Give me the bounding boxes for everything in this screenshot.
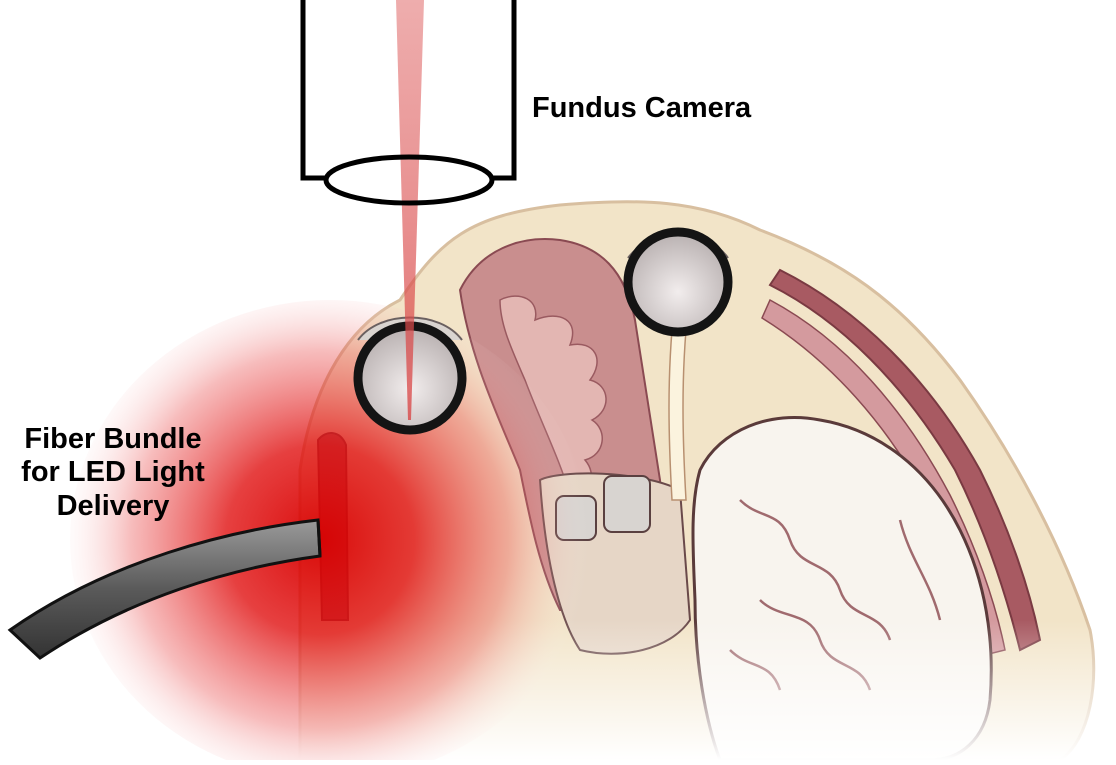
- fundus-camera-label: Fundus Camera: [532, 92, 751, 125]
- sinus-cavity-2: [604, 476, 650, 532]
- fiber-bundle-label: Fiber Bundle for LED Light Delivery: [8, 423, 218, 523]
- red-light-glow: [70, 300, 590, 760]
- optic-nerve: [669, 330, 686, 500]
- right-eye: [628, 232, 728, 332]
- right-eye-globe: [628, 232, 728, 332]
- fiber-label-line-1: Fiber Bundle: [8, 423, 218, 456]
- fiber-label-line-3: Delivery: [8, 490, 218, 523]
- fiber-bundle-end: [318, 520, 320, 556]
- fiber-label-line-2: for LED Light: [8, 456, 218, 489]
